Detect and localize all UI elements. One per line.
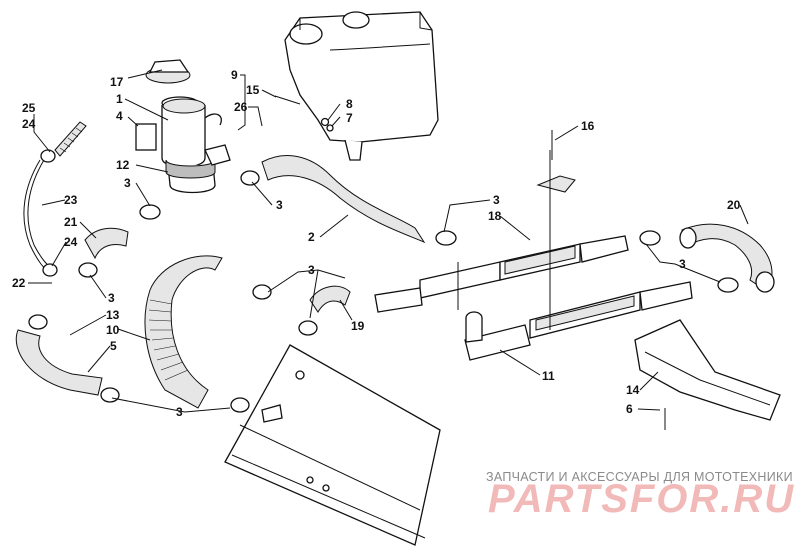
callout-3: 3 xyxy=(124,176,131,190)
callout-3: 3 xyxy=(108,291,115,305)
callout-14: 14 xyxy=(626,383,640,397)
callout-11: 11 xyxy=(542,369,555,383)
callout-2: 2 xyxy=(308,230,315,244)
callout-12: 12 xyxy=(116,158,130,172)
callout-8: 8 xyxy=(346,97,353,111)
callout-26: 26 xyxy=(234,100,248,114)
callout-24: 24 xyxy=(22,117,36,131)
watermark-logo: PARTSFOR.RU xyxy=(488,477,795,521)
callout-21: 21 xyxy=(64,215,78,229)
watermark: ЗАПЧАСТИ И АКСЕССУАРЫ ДЛЯ МОТОТЕХНИКИ PA… xyxy=(486,470,795,521)
callout-9: 9 xyxy=(231,68,238,82)
callout-24: 24 xyxy=(64,235,78,249)
hoses xyxy=(15,121,775,409)
callout-13: 13 xyxy=(106,308,120,322)
callout-18: 18 xyxy=(488,209,502,223)
callout-20: 20 xyxy=(727,198,741,212)
watermark-tagline: ЗАПЧАСТИ И АКСЕССУАРЫ ДЛЯ МОТОТЕХНИКИ xyxy=(486,470,793,484)
callout-5: 5 xyxy=(110,339,117,353)
callout-3: 3 xyxy=(493,193,500,207)
callout-7: 7 xyxy=(346,111,353,125)
coolant-reservoir xyxy=(284,11,439,161)
callout-22: 22 xyxy=(12,276,26,290)
callout-19: 19 xyxy=(351,319,365,333)
leader-lines xyxy=(28,69,749,413)
hose-clamps xyxy=(28,149,739,413)
callout-3: 3 xyxy=(276,198,283,212)
callout-6: 6 xyxy=(626,402,633,416)
callout-3: 3 xyxy=(679,257,686,271)
callout-4: 4 xyxy=(116,109,123,123)
callout-23: 23 xyxy=(64,193,78,207)
radiator-panel xyxy=(224,344,441,546)
callout-3: 3 xyxy=(176,405,183,419)
callout-3: 3 xyxy=(308,263,315,277)
callout-10: 10 xyxy=(106,323,120,337)
heat-exchangers xyxy=(374,235,693,361)
callout-17: 17 xyxy=(110,75,124,89)
callout-25: 25 xyxy=(22,101,36,115)
callout-15: 15 xyxy=(246,83,260,97)
skid-plate xyxy=(634,319,781,421)
expansion-tank xyxy=(135,59,231,194)
fasteners xyxy=(274,95,666,430)
callout-1: 1 xyxy=(116,92,123,106)
callout-labels: 17 9 1 15 26 8 7 25 24 4 12 3 3 16 23 21… xyxy=(12,68,741,419)
callout-16: 16 xyxy=(581,119,595,133)
